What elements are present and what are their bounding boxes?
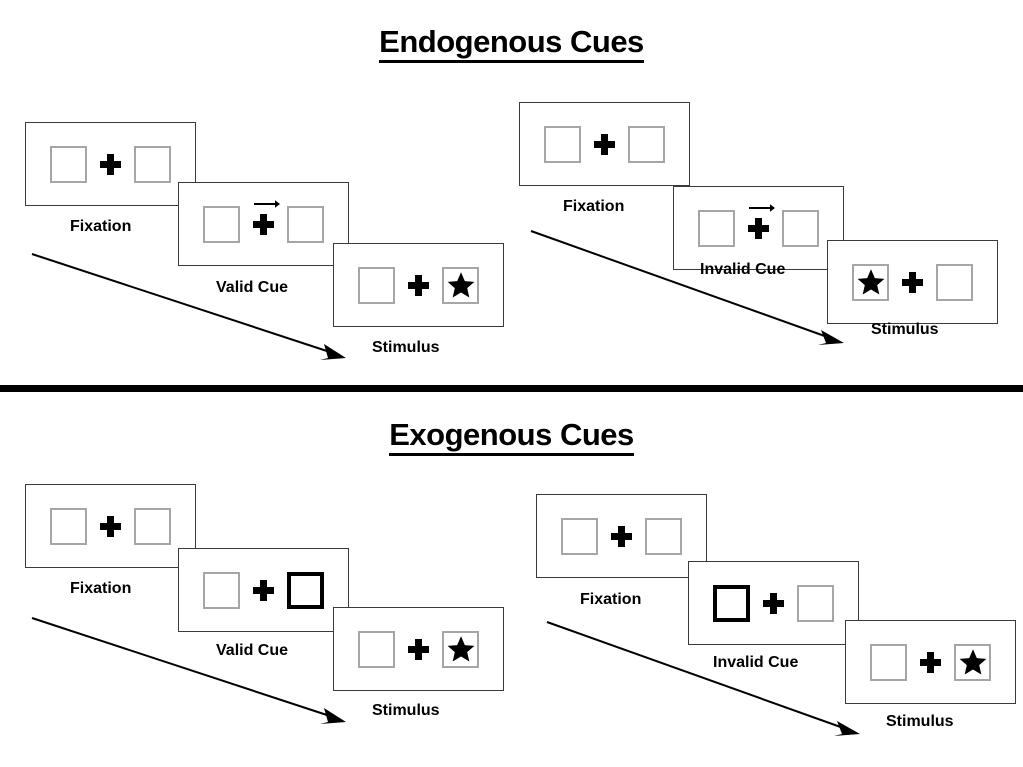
right-box: [134, 507, 171, 545]
frame-endogenous-valid-cue[interactable]: [178, 182, 349, 266]
caption-exogenous-valid-cue: Valid Cue: [216, 642, 289, 659]
frame-content: [334, 608, 503, 690]
left-box: [203, 571, 240, 609]
frame-content: [179, 183, 348, 265]
fixation-cross-icon: [748, 217, 769, 239]
caption-endogenous-valid-stimulus: Stimulus: [372, 339, 440, 356]
frame-endogenous-invalid-stimulus[interactable]: [827, 240, 998, 324]
left-box: [50, 507, 87, 545]
frame-exogenous-invalid-fixation[interactable]: [536, 494, 707, 578]
section-title-endogenous: Endogenous Cues: [0, 26, 1023, 63]
frame-content: [179, 549, 348, 631]
time-progression-arrow-exogenous-invalid: [546, 621, 860, 736]
caption-endogenous-invalid-stimulus: Stimulus: [871, 321, 939, 338]
right-box: [954, 643, 991, 681]
frame-content: [537, 495, 706, 577]
section-divider: [0, 385, 1023, 392]
caption-endogenous-invalid-cue: Invalid Cue: [700, 261, 786, 278]
frame-endogenous-invalid-fixation[interactable]: [519, 102, 690, 186]
fixation-cross-icon: [408, 638, 429, 660]
right-box: [442, 630, 479, 668]
frame-endogenous-invalid-cue[interactable]: [673, 186, 844, 270]
left-box-cued: [713, 584, 750, 622]
caption-exogenous-invalid-fixation: Fixation: [580, 591, 642, 608]
right-box: [782, 209, 819, 247]
star-icon: [959, 649, 986, 675]
left-box: [852, 263, 889, 301]
section-title-exogenous: Exogenous Cues: [0, 419, 1023, 456]
frame-content: [689, 562, 858, 644]
fixation-cross-icon: [253, 213, 274, 235]
left-box: [698, 209, 735, 247]
arrow-right-cue-icon: [254, 199, 280, 208]
fixation-cross-icon: [100, 515, 121, 537]
right-box: [797, 584, 834, 622]
frame-endogenous-valid-fixation[interactable]: [25, 122, 196, 206]
fixation-cross-icon: [100, 153, 121, 175]
caption-exogenous-valid-stimulus: Stimulus: [372, 702, 440, 719]
cue-area: [253, 199, 280, 235]
frame-exogenous-invalid-stimulus[interactable]: [845, 620, 1016, 704]
right-box: [936, 263, 973, 301]
frame-content: [674, 187, 843, 269]
right-box: [442, 266, 479, 304]
frame-content: [334, 244, 503, 326]
caption-endogenous-valid-cue: Valid Cue: [216, 279, 289, 296]
fixation-cross-icon: [408, 274, 429, 296]
left-box: [358, 630, 395, 668]
fixation-cross-icon: [920, 651, 941, 673]
frame-content: [846, 621, 1015, 703]
arrow-right-cue-icon: [749, 203, 775, 212]
left-box: [870, 643, 907, 681]
time-progression-arrow-endogenous-valid: [31, 253, 346, 360]
left-box: [358, 266, 395, 304]
caption-exogenous-invalid-stimulus: Stimulus: [886, 713, 954, 730]
fixation-cross-icon: [594, 133, 615, 155]
section-title-exogenous-text: Exogenous Cues: [389, 419, 634, 456]
caption-endogenous-invalid-fixation: Fixation: [563, 198, 625, 215]
right-box: [628, 125, 665, 163]
section-title-endogenous-text: Endogenous Cues: [379, 26, 644, 63]
frame-content: [520, 103, 689, 185]
frame-exogenous-invalid-cue[interactable]: [688, 561, 859, 645]
frame-exogenous-valid-fixation[interactable]: [25, 484, 196, 568]
frame-content: [26, 485, 195, 567]
frame-exogenous-valid-stimulus[interactable]: [333, 607, 504, 691]
frame-exogenous-valid-cue[interactable]: [178, 548, 349, 632]
left-box: [561, 517, 598, 555]
right-box: [134, 145, 171, 183]
time-progression-arrow-endogenous-invalid: [530, 230, 844, 345]
fixation-cross-icon: [902, 271, 923, 293]
fixation-cross-icon: [253, 579, 274, 601]
cue-area: [748, 203, 775, 239]
star-icon: [857, 269, 884, 295]
fixation-cross-icon: [611, 525, 632, 547]
frame-content: [26, 123, 195, 205]
time-progression-arrow-exogenous-valid: [31, 617, 346, 724]
right-box: [645, 517, 682, 555]
left-box: [203, 205, 240, 243]
caption-endogenous-valid-fixation: Fixation: [70, 218, 132, 235]
frame-endogenous-valid-stimulus[interactable]: [333, 243, 504, 327]
star-icon: [447, 636, 474, 662]
caption-exogenous-valid-fixation: Fixation: [70, 580, 132, 597]
caption-exogenous-invalid-cue: Invalid Cue: [713, 654, 799, 671]
left-box: [544, 125, 581, 163]
right-box-cued: [287, 571, 324, 609]
left-box: [50, 145, 87, 183]
fixation-cross-icon: [763, 592, 784, 614]
right-box: [287, 205, 324, 243]
frame-content: [828, 241, 997, 323]
star-icon: [447, 272, 474, 298]
